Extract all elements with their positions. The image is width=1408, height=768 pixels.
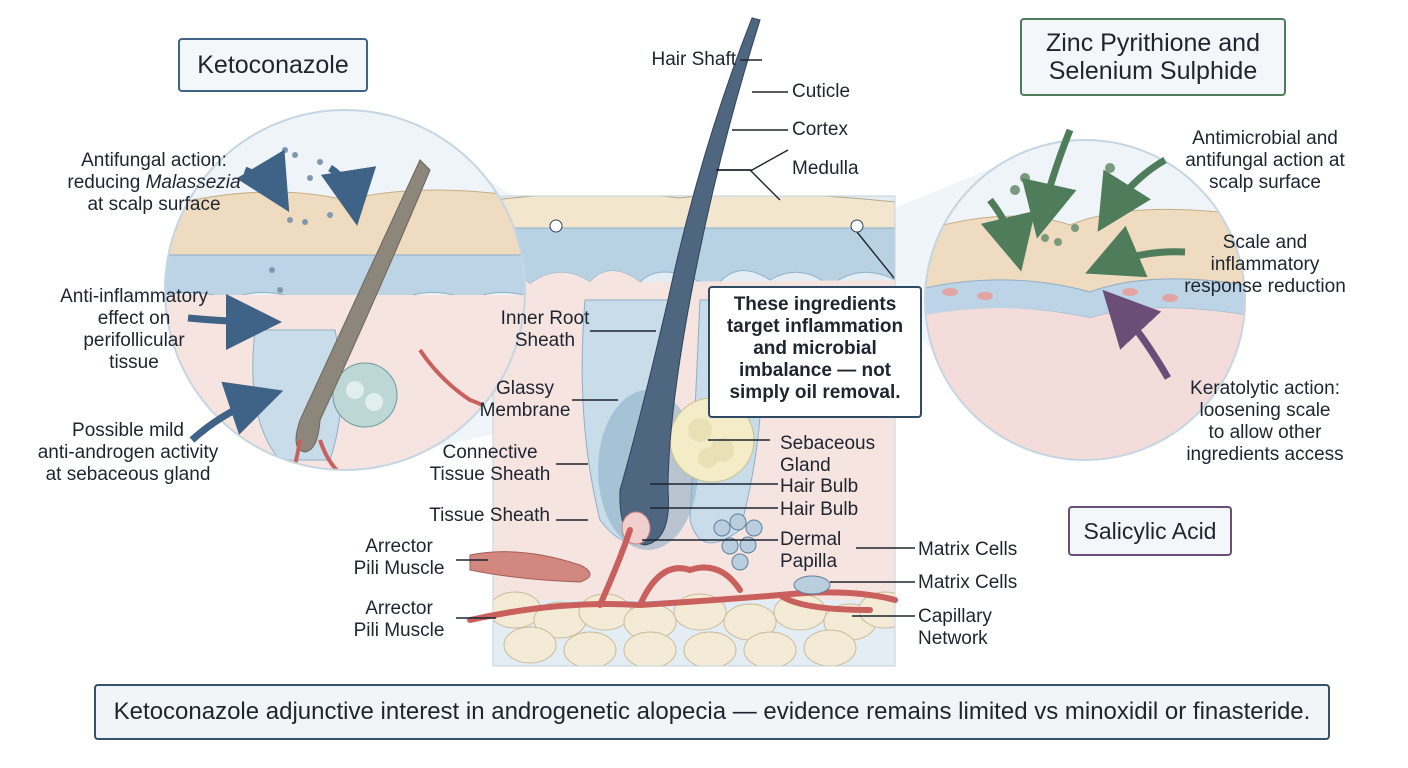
zinc-salicylic-zoom-circle <box>924 128 1246 461</box>
key-message-callout: These ingredients target inflammation an… <box>708 286 922 418</box>
salicylic-title-box: Salicylic Acid <box>1068 506 1232 556</box>
zinc-antimicrobial-label: Antimicrobial and antifungal action at s… <box>1185 128 1345 193</box>
leader-lines <box>456 59 915 619</box>
footer-text: Ketoconazole adjunctive interest in andr… <box>113 698 1311 725</box>
ketoconazole-title: Ketoconazole <box>197 51 349 79</box>
ketoconazole-title-box: Ketoconazole <box>178 38 368 92</box>
malassezia-term: Malassezia <box>145 172 241 193</box>
label-medulla: Medulla <box>792 158 859 179</box>
ketoconazole-anti-inflammatory-label: Anti-inflammatory effect on perifollicul… <box>60 286 208 373</box>
antifungal-line-1: Antifungal action: <box>81 150 227 171</box>
arrector-pili-muscle-shape <box>469 551 591 583</box>
antifungal-line-3: at scalp surface <box>87 194 221 215</box>
zoom-point-right <box>850 219 864 233</box>
salicylic-title: Salicylic Acid <box>1083 518 1217 544</box>
label-hair-bulb-1: Hair Bulb <box>780 476 859 497</box>
zinc-scale-reduction-label: Scale and inflammatory response reductio… <box>1184 232 1346 297</box>
label-matrix-cells-1: Matrix Cells <box>918 539 1018 560</box>
footer-note: Ketoconazole adjunctive interest in andr… <box>94 684 1330 740</box>
zinc-title-line-1: Zinc Pyrithione and <box>1045 29 1260 57</box>
label-cuticle: Cuticle <box>792 81 851 102</box>
label-hair-shaft: Hair Shaft <box>651 49 736 70</box>
ketoconazole-zoom-circle <box>164 109 526 471</box>
ketoconazole-antifungal-label: Antifungal action: reducing Malassezia a… <box>54 150 254 216</box>
label-hair-bulb-2: Hair Bulb <box>780 499 859 520</box>
salicylic-keratolytic-label: Keratolytic action: loosening scale to a… <box>1186 378 1344 465</box>
zoom-point-left <box>549 219 563 233</box>
matrix-cells-cluster <box>713 513 831 595</box>
label-tissue-sheath: Tissue Sheath <box>429 505 550 526</box>
hair-follicle-cross-section <box>493 196 895 666</box>
hair-shaft <box>619 17 761 546</box>
zinc-title-line-2: Selenium Sulphide <box>1048 57 1258 85</box>
capillary-vessels <box>467 527 898 623</box>
label-cortex: Cortex <box>792 119 848 140</box>
ketoconazole-anti-androgen-label: Possible mild anti-androgen activity at … <box>37 420 219 485</box>
label-matrix-cells-2: Matrix Cells <box>918 572 1018 593</box>
antifungal-line-2: reducing Malassezia <box>67 172 241 193</box>
